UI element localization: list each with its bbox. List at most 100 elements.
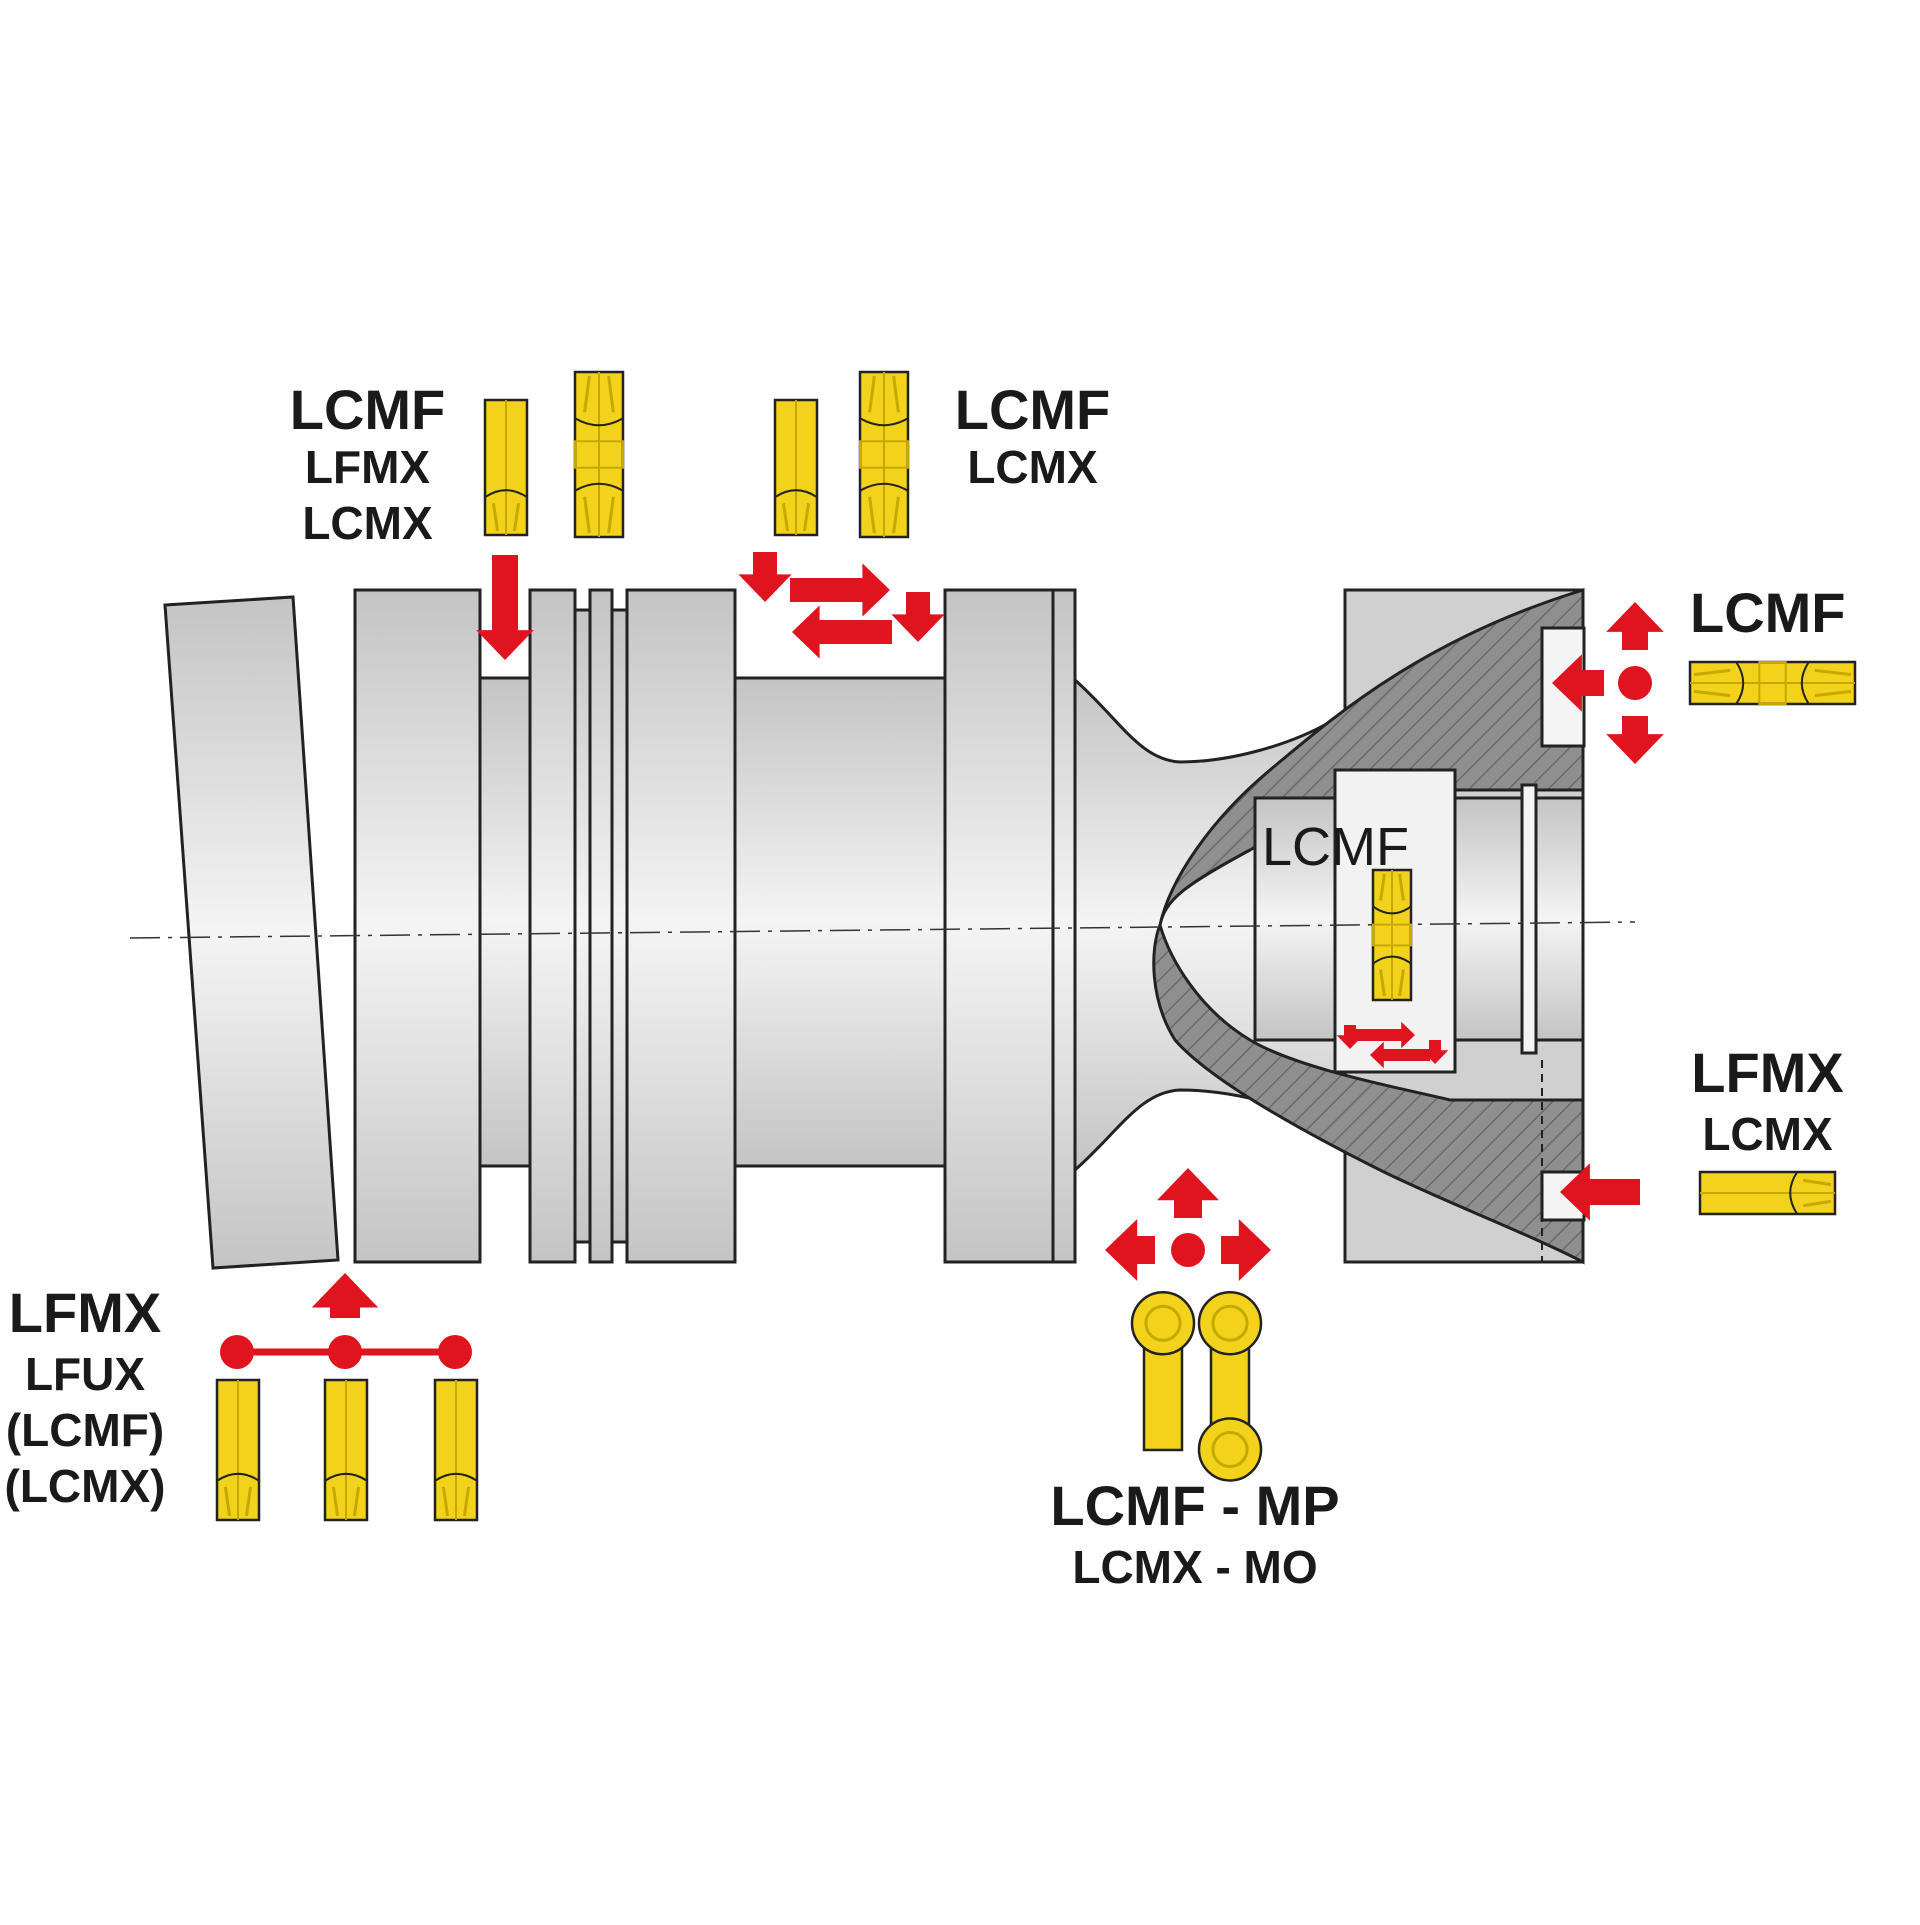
grooving-insert-icon (323, 1378, 369, 1522)
insert-waist (1372, 923, 1412, 947)
insert-round-inner (1144, 1304, 1182, 1342)
label-bottom-left-4: (LCMX) (4, 1460, 166, 1512)
insert-chip-line (1800, 661, 1810, 705)
tool-motion-marks (220, 552, 1664, 1369)
collar-5 (943, 588, 1055, 1264)
grooving-insert-icon (573, 370, 625, 539)
insert-chip-line (484, 489, 528, 499)
insert-chip-line (216, 1472, 260, 1482)
insert-chip-line (574, 482, 624, 492)
label-top-middle-1: LCMF (954, 378, 1111, 441)
insert-chip-edge-top (1693, 668, 1731, 698)
groove-neck-1 (478, 676, 532, 1168)
neck-2 (573, 608, 592, 1244)
red-dot-icon (1171, 1233, 1205, 1267)
insert-chip-line-top (859, 417, 909, 427)
red-dot-icon (1618, 666, 1652, 700)
insert-chip-edge (781, 502, 811, 532)
grooving-insert-icon (858, 370, 910, 539)
red-arrow-icon (1221, 1219, 1271, 1281)
label-top-left-1: LCMF (289, 378, 446, 441)
grooving-insert-icon (1688, 660, 1857, 706)
red-arrow-icon (1606, 602, 1664, 650)
insert-chip-line (1372, 955, 1412, 965)
insert-chip-line-top (1372, 905, 1412, 915)
label-inner-bore-1: LCMF (1262, 817, 1409, 877)
insert-chip-edge (1814, 668, 1852, 698)
inserts-group (215, 370, 1857, 1522)
insert-chip-line-top (1735, 661, 1745, 705)
label-bottom-left-3: (LCMF) (5, 1404, 165, 1456)
grooving-insert-icon (483, 398, 529, 537)
red-arrow-icon (738, 552, 792, 602)
grooving-insert-icon (433, 1378, 479, 1522)
red-arrow-icon (1606, 716, 1664, 764)
red-arrow-icon (1560, 1163, 1640, 1221)
label-group-top-middle: LCMF LCMX (945, 378, 1120, 493)
label-right-bottom-1: LFMX (1691, 1041, 1844, 1104)
insert-chip-line-top (574, 417, 624, 427)
label-bottom-middle-1: LCMF - MP (1050, 1474, 1340, 1537)
collar-4 (625, 588, 737, 1264)
label-bottom-middle-2: LCMX - MO (1072, 1541, 1318, 1593)
neck-3 (610, 608, 629, 1244)
grooving-insert-icon (1130, 1291, 1196, 1452)
grooving-insert-icon (1371, 868, 1413, 1002)
insert-chip-line (774, 489, 818, 499)
label-right-top-1: LCMF (1690, 581, 1846, 644)
insert-chip-line (859, 482, 909, 492)
grooving-insert-icon (773, 398, 819, 537)
collar-2 (528, 588, 577, 1264)
red-arrow-icon (1370, 1041, 1430, 1069)
red-dot-icon (438, 1335, 472, 1369)
red-arrow-icon (790, 563, 890, 617)
insert-round-head (1197, 1291, 1263, 1356)
insert-chip-line (434, 1472, 478, 1482)
insert-round-inner (1211, 1304, 1249, 1342)
insert-chip-edge (331, 1486, 361, 1517)
insert-chip-line (1789, 1171, 1799, 1215)
red-arrow-icon (476, 555, 534, 660)
red-arrow-icon (1105, 1219, 1155, 1281)
tilted-disc (163, 595, 340, 1270)
insert-chip-edge-top (868, 375, 900, 413)
label-top-left-3: LCMX (302, 497, 433, 549)
label-group-inner-bore: LCMF (1262, 820, 1409, 874)
label-group-bottom-middle: LCMF - MP LCMX - MO (1020, 1474, 1370, 1593)
insert-chip-edge (583, 496, 615, 534)
insert-chip-edge (223, 1486, 253, 1517)
collar-1 (353, 588, 482, 1264)
red-arrow-icon (311, 1273, 379, 1318)
insert-waist (574, 440, 624, 469)
bore-groove (1520, 783, 1538, 1055)
label-group-right-top: LCMF (1690, 585, 1846, 641)
insert-chip-edge (441, 1486, 471, 1517)
hatched-section (1152, 587, 1585, 1265)
insert-round-inner-bottom (1211, 1430, 1249, 1469)
label-group-bottom-left: LFMX LFUX (LCMF) (LCMX) (0, 1281, 170, 1512)
insert-chip-line (324, 1472, 368, 1482)
shaft-middle (733, 676, 947, 1168)
insert-round-head-bottom (1197, 1417, 1263, 1482)
label-top-middle-2: LCMX (967, 441, 1098, 493)
insert-chip-edge-top (1379, 873, 1405, 901)
insert-round-head (1130, 1291, 1196, 1356)
red-arrow-icon (1336, 1025, 1364, 1049)
insert-chip-edge (868, 496, 900, 534)
insert-waist (1758, 661, 1787, 705)
red-arrow-icon (1552, 654, 1604, 712)
collar-3 (588, 588, 614, 1264)
label-group-top-left: LCMF LFMX LCMX (280, 378, 455, 549)
grooving-insert-icon (1698, 1170, 1837, 1216)
insert-chip-edge (491, 502, 521, 532)
red-arrow-icon (1421, 1040, 1449, 1064)
grooving-insert-icon (1197, 1291, 1263, 1482)
red-arrow-icon (891, 592, 945, 642)
label-bottom-left-1: LFMX (8, 1281, 162, 1344)
insert-chip-edge (1802, 1178, 1832, 1208)
collar-5-step (1051, 588, 1077, 1264)
insert-chip-edge-top (583, 375, 615, 413)
bore-right (1453, 796, 1585, 1042)
